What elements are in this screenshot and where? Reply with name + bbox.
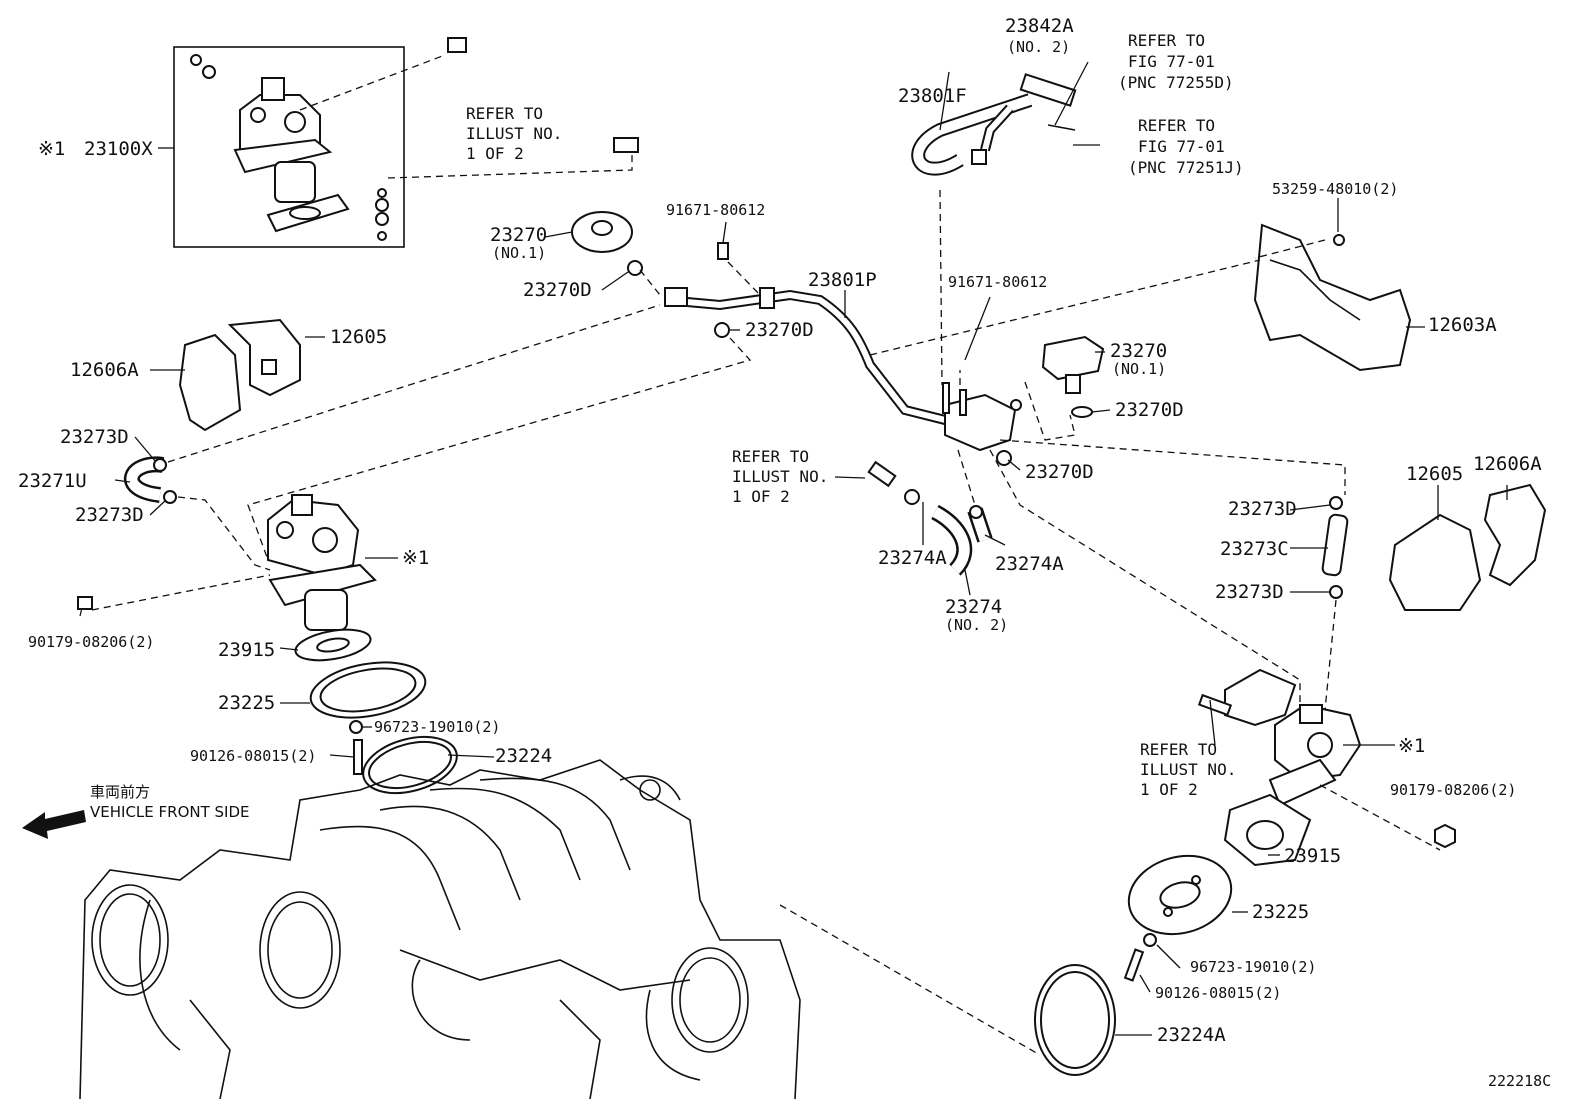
refer-fig-a-3: (PNC 77255D)	[1118, 73, 1234, 92]
label-12605-right: 12605	[1406, 463, 1463, 485]
label-23274: 23274	[945, 596, 1002, 618]
direction-en: VEHICLE FRONT SIDE	[90, 803, 250, 821]
label-90179-right: 90179-08206(2)	[1390, 781, 1516, 799]
refer-illust-right-3: 1 OF 2	[1140, 780, 1198, 799]
refer-illust-mid-3: 1 OF 2	[732, 487, 790, 506]
pump-assembly-right	[1034, 668, 1456, 1076]
label-23270D-top: 23270D	[523, 279, 592, 301]
label-23225-left: 23225	[218, 692, 275, 714]
label-12603A: 12603A	[1428, 314, 1497, 336]
label-23801P: 23801P	[808, 269, 877, 291]
label-90126-left: 90126-08015(2)	[190, 747, 316, 765]
inset-box	[158, 46, 405, 248]
hose-left	[124, 456, 177, 504]
refer-fig-b-2: FIG 77-01	[1138, 137, 1225, 156]
labels: ※1 23100X REFER TO ILLUST NO. 1 OF 2 238…	[18, 15, 1551, 1090]
leader-lines	[79, 61, 1508, 1036]
label-23274A-right: 23274A	[995, 553, 1064, 575]
label-90126-right: 90126-08015(2)	[1155, 984, 1281, 1002]
refer-fig-b-1: REFER TO	[1138, 116, 1215, 135]
refer-fig-a-2: FIG 77-01	[1128, 52, 1215, 71]
label-23271U: 23271U	[18, 470, 87, 492]
label-23273D-left-top: 23273D	[60, 426, 129, 448]
label-91671-top: 91671-80612	[666, 201, 765, 219]
dashed-guides	[91, 189, 1441, 1056]
label-96723-left: 96723-19010(2)	[374, 718, 500, 736]
label-12606A-left: 12606A	[70, 359, 139, 381]
label-12605-left: 12605	[330, 326, 387, 348]
mark-right: ※1	[1398, 735, 1425, 757]
refer-fig-a-1: REFER TO	[1128, 31, 1205, 50]
pump-assembly-inset	[190, 54, 389, 241]
refer-illust-top-3: 1 OF 2	[466, 144, 524, 163]
refer-illust-mid-1: REFER TO	[732, 447, 809, 466]
label-12606A-right: 12606A	[1473, 453, 1542, 475]
hose-right	[1321, 496, 1349, 599]
refer-fig-b-3: (PNC 77251J)	[1128, 158, 1244, 177]
fuel-hose-upper	[911, 73, 1077, 176]
label-23273D-right-top: 23273D	[1228, 498, 1297, 520]
refer-illust-top-1: REFER TO	[466, 104, 543, 123]
label-23270-right: 23270	[1110, 340, 1167, 362]
hose-middle	[867, 460, 993, 576]
pulsation-damper-top	[571, 211, 643, 276]
vehicle-front-arrow	[22, 810, 86, 839]
refer-illust-right-2: ILLUST NO.	[1140, 760, 1236, 779]
label-23842A: 23842A	[1005, 15, 1074, 37]
label-23915-right: 23915	[1284, 845, 1341, 867]
label-91671-right: 91671-80612	[948, 273, 1047, 291]
label-23801F: 23801F	[898, 85, 967, 107]
label-23842A-no2: (NO. 2)	[1007, 38, 1070, 56]
label-23274A-left: 23274A	[878, 547, 947, 569]
pump-assembly-left	[77, 494, 458, 795]
fuel-pipe-top	[447, 36, 639, 153]
figure-code: 222218C	[1488, 1072, 1551, 1090]
label-23270D-mid: 23270D	[745, 319, 814, 341]
label-23274-no2: (NO. 2)	[945, 616, 1008, 634]
intake-manifold	[79, 759, 801, 1099]
refer-illust-top-2: ILLUST NO.	[466, 124, 562, 143]
label-23273C: 23273C	[1220, 538, 1289, 560]
fuel-delivery-pipe	[664, 242, 1022, 466]
pulsation-damper-right	[1041, 335, 1105, 418]
label-23273D-right-bottom: 23273D	[1215, 581, 1284, 603]
heat-shield-left	[178, 318, 301, 432]
label-23270-top: 23270	[490, 224, 547, 246]
label-23270-right-no1: (NO.1)	[1112, 360, 1166, 378]
label-23273D-left-bottom: 23273D	[75, 504, 144, 526]
label-90179-left: 90179-08206(2)	[28, 633, 154, 651]
direction-jp: 車両前方	[90, 783, 150, 801]
heat-shield-right	[1388, 483, 1547, 611]
mark-left: ※1	[402, 547, 429, 569]
label-23270D-right: 23270D	[1115, 399, 1184, 421]
label-23224A: 23224A	[1157, 1024, 1226, 1046]
engine-cover-right	[1253, 223, 1412, 372]
label-23225-right: 23225	[1252, 901, 1309, 923]
label-23100X: 23100X	[84, 138, 153, 160]
label-53259: 53259-48010(2)	[1272, 180, 1398, 198]
refer-illust-mid-2: ILLUST NO.	[732, 467, 828, 486]
label-23270-top-no1: (NO.1)	[492, 244, 546, 262]
mark-inset: ※1	[38, 138, 65, 160]
label-96723-right: 96723-19010(2)	[1190, 958, 1316, 976]
label-23915-left: 23915	[218, 639, 275, 661]
refer-illust-right-1: REFER TO	[1140, 740, 1217, 759]
label-23270D-lower: 23270D	[1025, 461, 1094, 483]
label-23224: 23224	[495, 745, 552, 767]
